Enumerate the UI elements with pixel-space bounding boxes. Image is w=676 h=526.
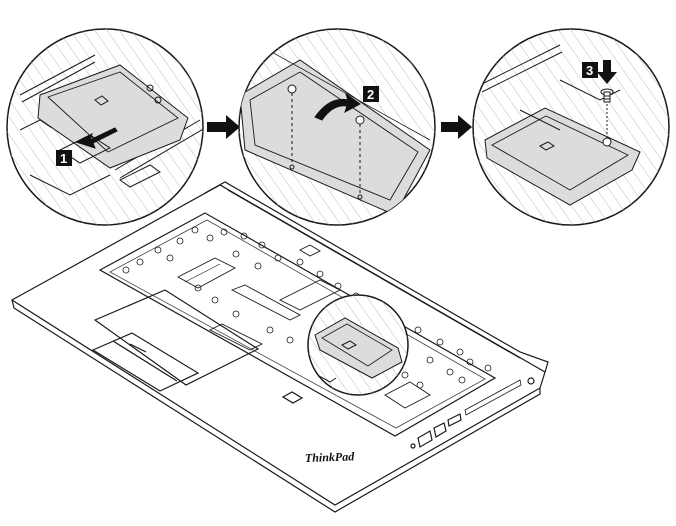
laptop-base <box>10 181 549 513</box>
step-1-callout-box <box>56 150 72 166</box>
step-2-callout-box <box>363 86 379 102</box>
step-3-callout: 3 <box>586 63 593 78</box>
step-1-detail: 1 <box>6 28 204 226</box>
step-3-detail: 3 <box>472 28 670 226</box>
arrow-right-icon <box>207 115 240 139</box>
arrow-right-icon <box>441 115 472 139</box>
magnify-circle <box>307 294 409 396</box>
screw-icon <box>600 88 614 103</box>
step-2-detail: 2 <box>238 28 436 226</box>
brand-logo: ThinkPad <box>305 449 356 465</box>
step-2-callout: 2 <box>367 87 374 102</box>
arrow-down-icon <box>597 60 617 84</box>
step-3-callout-box <box>582 62 598 78</box>
arrow-down-left-icon <box>74 127 118 149</box>
rotate-arrow-icon <box>314 92 361 121</box>
step-1-callout: 1 <box>60 151 67 166</box>
